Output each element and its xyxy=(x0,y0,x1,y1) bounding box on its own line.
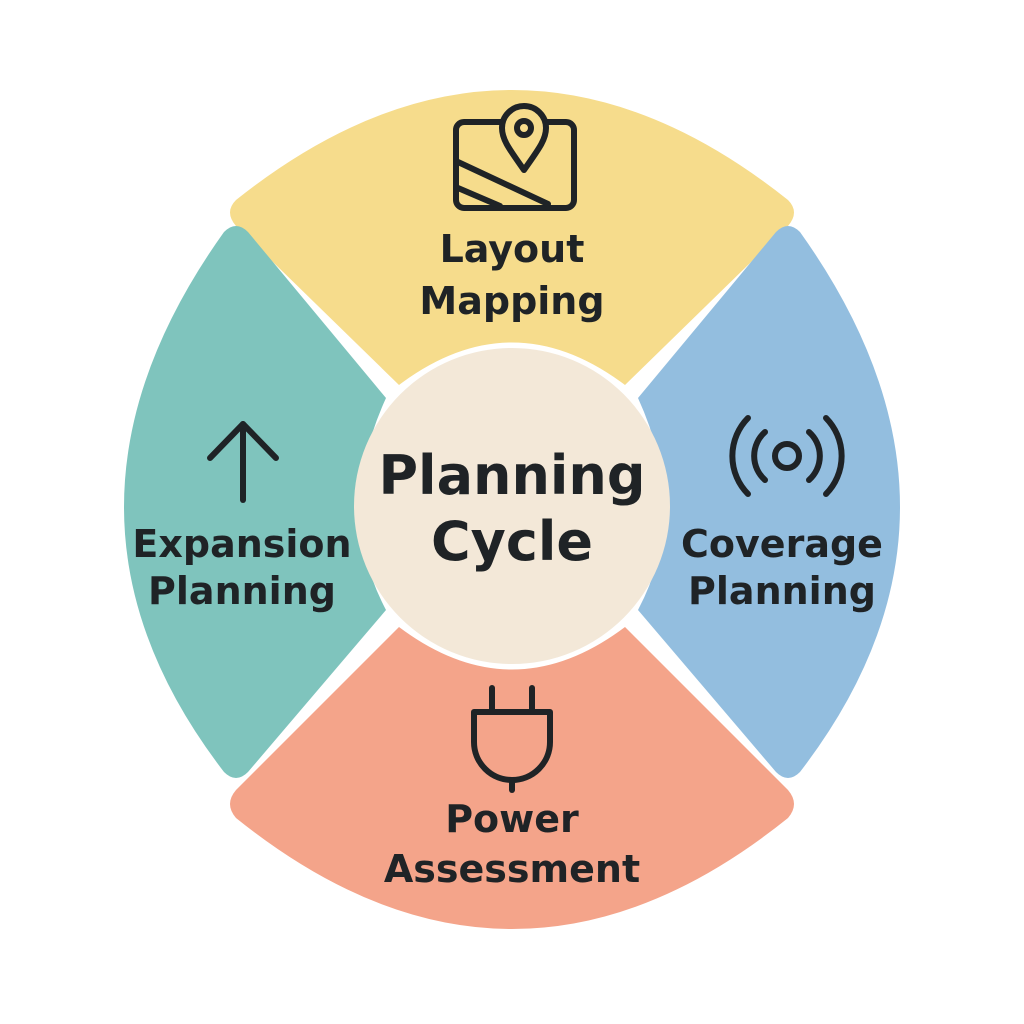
center-label-line-2: Cycle xyxy=(431,510,593,573)
segment-power-assessment-label-2: Assessment xyxy=(384,847,640,891)
segment-power-assessment-label-1: Power xyxy=(445,797,579,841)
segment-coverage-planning: Coverage Planning xyxy=(638,226,900,778)
power-plug-icon xyxy=(471,685,553,793)
segment-power-assessment: Power Assessment xyxy=(230,627,794,929)
segment-layout-mapping-label-2: Mapping xyxy=(419,279,604,323)
center-circle xyxy=(354,348,670,664)
segment-layout-mapping: Layout Mapping xyxy=(230,90,794,385)
segment-expansion-planning-label-2: Planning xyxy=(148,569,336,613)
center-hub: Planning Cycle xyxy=(354,348,670,664)
segment-coverage-planning-label-1: Coverage xyxy=(681,522,883,566)
segment-layout-mapping-wedge xyxy=(230,90,794,385)
segment-expansion-planning: Expansion Planning xyxy=(124,226,386,778)
map-pin-icon xyxy=(453,103,577,211)
segment-coverage-planning-wedge xyxy=(638,226,900,778)
segment-layout-mapping-label-1: Layout xyxy=(440,227,585,271)
center-label-line-1: Planning xyxy=(378,444,645,507)
segment-expansion-planning-wedge xyxy=(124,226,386,778)
arrow-up-icon xyxy=(207,421,279,503)
segment-expansion-planning-label-1: Expansion xyxy=(132,522,351,566)
segment-coverage-planning-label-2: Planning xyxy=(688,569,876,613)
wireless-signal-icon xyxy=(729,415,845,497)
